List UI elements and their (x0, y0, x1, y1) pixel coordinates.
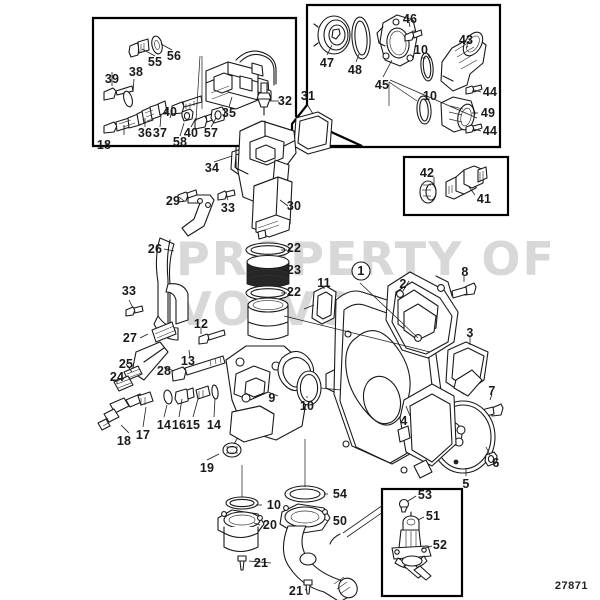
callout-32: 32 (277, 93, 293, 108)
callout-25: 25 (118, 356, 134, 371)
callout-38: 38 (128, 64, 144, 79)
callout-16: 16 (171, 417, 187, 432)
callout-18-a: 18 (116, 433, 132, 448)
right-cover-assembly (283, 261, 504, 479)
callout-2: 2 (399, 276, 407, 291)
callout-21-a: 21 (253, 555, 269, 570)
callout-14-b: 14 (206, 417, 222, 432)
callout-35: 35 (221, 105, 237, 120)
callout-11: 11 (317, 275, 331, 290)
callout-40-b: 40 (183, 125, 199, 140)
callout-49: 49 (480, 105, 496, 120)
callout-24: 24 (109, 369, 125, 384)
callout-31: 31 (300, 88, 316, 103)
intake-housing-assembly (213, 82, 333, 341)
callout-28: 28 (156, 363, 172, 378)
inset-box-top-right (290, 3, 502, 149)
callout-46: 46 (402, 11, 418, 26)
callout-33-b: 33 (121, 283, 137, 298)
callout-39: 39 (104, 71, 120, 86)
callout-27: 27 (122, 330, 138, 345)
callout-20: 20 (262, 517, 278, 532)
callout-41: 41 (476, 191, 492, 206)
callout-52: 52 (432, 537, 448, 552)
callout-56: 56 (166, 48, 182, 63)
callout-10-c: 10 (422, 88, 438, 103)
callout-44-b: 44 (482, 123, 498, 138)
callout-26: 26 (147, 241, 163, 256)
callout-5: 5 (462, 476, 470, 491)
callout-8: 8 (461, 264, 469, 279)
callout-23: 23 (286, 262, 302, 277)
callout-15: 15 (185, 417, 201, 432)
callout-50: 50 (332, 513, 348, 528)
callout-36: 36 (137, 125, 153, 140)
bottom-elbows (217, 439, 358, 600)
callout-54: 54 (332, 486, 348, 501)
callout-7: 7 (488, 383, 496, 398)
callout-18-b: 18 (96, 137, 112, 152)
callout-21-b: 21 (288, 583, 304, 598)
callout-10-a: 10 (299, 398, 315, 413)
inset-box-bottom-right (329, 487, 464, 598)
callout-1: 1 (357, 263, 365, 278)
callout-19: 19 (199, 460, 215, 475)
callout-44-a: 44 (482, 84, 498, 99)
callout-48: 48 (347, 62, 363, 77)
callout-22-b: 22 (286, 284, 302, 299)
callout-55: 55 (147, 54, 163, 69)
left-pipe-assembly (97, 189, 249, 461)
callout-22-a: 22 (286, 240, 302, 255)
callout-9: 9 (268, 390, 276, 405)
callout-37: 37 (152, 125, 168, 140)
callout-53: 53 (417, 487, 433, 502)
callout-12: 12 (193, 316, 209, 331)
callout-33-a: 33 (220, 200, 236, 215)
callout-29: 29 (165, 193, 181, 208)
callout-3: 3 (466, 325, 474, 340)
inset-box-mid-right (402, 155, 510, 217)
callout-42: 42 (419, 165, 435, 180)
center-pump-assembly (225, 285, 337, 443)
inset-box-top-left (91, 16, 363, 148)
callout-57: 57 (203, 125, 219, 140)
diagram-reference-code: 27871 (554, 580, 588, 592)
callout-43: 43 (458, 32, 474, 47)
callout-47: 47 (319, 55, 335, 70)
callout-58: 58 (172, 134, 188, 149)
callout-14-a: 14 (156, 417, 172, 432)
callout-45: 45 (374, 77, 390, 92)
callout-30: 30 (286, 198, 302, 213)
callout-51: 51 (425, 508, 441, 523)
callout-6: 6 (492, 455, 500, 470)
callout-13: 13 (180, 353, 196, 368)
callout-10-b: 10 (266, 497, 282, 512)
callout-34: 34 (204, 160, 220, 175)
callout-10-d: 10 (413, 42, 429, 57)
callout-40-a: 40 (162, 104, 178, 119)
callout-4: 4 (400, 413, 408, 428)
callout-17: 17 (135, 427, 151, 442)
